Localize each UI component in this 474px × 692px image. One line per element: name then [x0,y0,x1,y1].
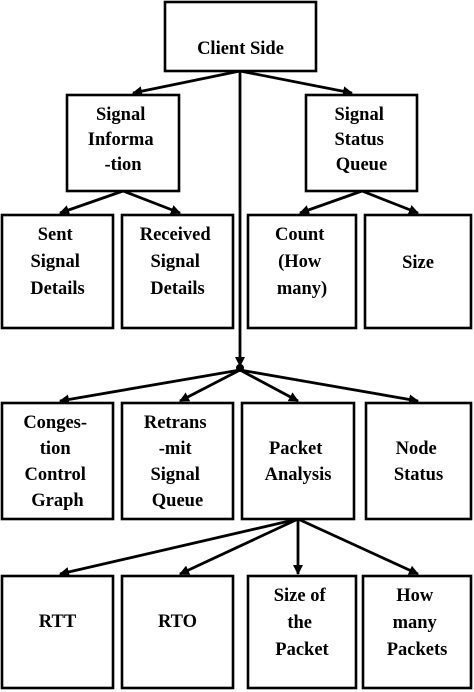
edge-hub-to-packet-analysis [239,368,299,403]
junction-dot [236,364,244,372]
edge-signal-status-queue-to-count [299,189,363,215]
node-rtt: RTT [0,574,115,690]
edge-signal-status-queue-to-size [361,189,419,215]
node-label: Size of the Packet [274,586,331,660]
node-label: Packet Analysis [265,439,332,485]
edge-hub-to-node-status [239,368,419,405]
node-packet-analysis: Packet Analysis [240,401,356,521]
edge-hub-to-congestion [59,368,241,405]
node-count: Count (How many) [246,213,358,330]
edge-signal-information-to-sent [59,189,124,215]
node-how-many-packets: How many Packets [361,574,473,690]
node-label: Client Side [197,39,284,59]
node-client-side: Client Side [163,0,318,73]
node-signal-information: Signal Informa -tion [65,93,181,193]
node-retransmit-signal-queue: Retrans -mit Signal Queue [120,401,235,521]
node-label: Conges- tion Control Graph [23,413,91,511]
node-received-signal-details: Received Signal Details [120,213,235,330]
node-label: Node Status [394,439,443,485]
node-label: Count (How many) [275,225,329,299]
node-label: Retrans -mit Signal Queue [144,413,211,511]
node-rto: RTO [120,574,235,690]
edge-packet-analysis-to-rtt [59,517,299,577]
edge-client-to-signal-information [132,69,241,97]
node-label: RTO [158,612,197,632]
node-size-of-packet: Size of the Packet [246,574,358,690]
edge-packet-analysis-to-how-many-packets [297,517,419,576]
node-size: Size [363,213,473,330]
edge-hub-to-retransmit [179,368,241,403]
node-node-status: Node Status [364,401,473,521]
node-label: Sent Signal Details [30,225,84,299]
node-label: RTT [39,612,77,632]
node-label: Size [402,253,434,273]
edge-client-to-signal-status-queue [239,69,353,97]
node-sent-signal-details: Sent Signal Details [0,213,115,330]
node-signal-status-queue: Signal Status Queue [304,93,419,193]
edge-packet-analysis-to-rto [179,517,299,576]
node-label: Received Signal Details [140,225,216,299]
node-label: Signal Status Queue [335,105,389,175]
connectors [59,69,419,577]
node-label: How many Packets [387,586,448,660]
node-congestion-control-graph: Conges- tion Control Graph [0,401,115,521]
edge-signal-information-to-received [122,189,181,215]
node-label: Signal Informa -tion [88,105,158,175]
